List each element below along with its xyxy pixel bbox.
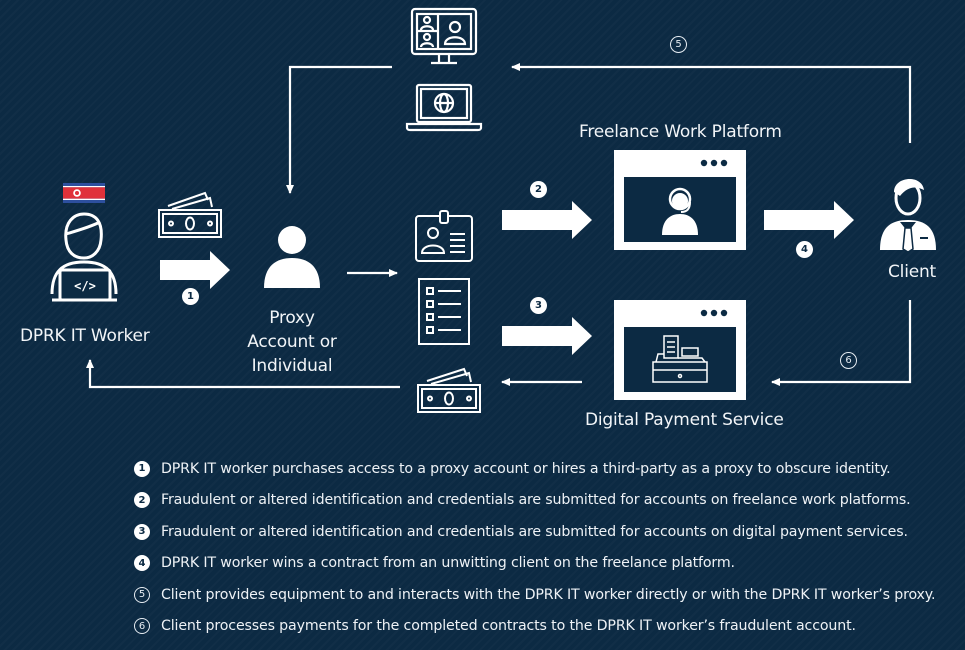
block-arrows [160,201,854,355]
step-description: Fraudulent or altered identification and… [161,492,911,509]
step6-connector-line [771,300,912,386]
arrow-step3 [502,317,592,355]
payment-service-label: Digital Payment Service [585,410,784,430]
step-badge-3: 3 [530,297,547,314]
proxy-label-line: Account or [247,332,337,352]
client-label: Client [888,262,937,282]
cash-register-window-icon [614,300,746,400]
support-agent-window-icon [614,150,746,250]
step-number-badge: 5 [134,586,150,603]
proxy-label: Proxy Account or Individual [232,306,352,378]
arrow-step1 [160,251,230,289]
businessman-icon [880,178,936,253]
legend-item: 2 Fraudulent or altered identification a… [134,485,935,517]
equipment-to-proxy-line [286,65,392,194]
step-description: DPRK IT worker purchases access to a pro… [161,460,891,477]
step-description: Fraudulent or altered identification and… [161,523,908,540]
person-icon [264,226,320,288]
legend-item: 1 DPRK IT worker purchases access to a p… [134,453,935,485]
arrow-step2 [502,201,592,239]
laptop-globe-icon [405,83,483,132]
step-badge-6: 6 [840,352,857,369]
step-number-badge: 6 [134,618,150,635]
legend-item: 4 DPRK IT worker wins a contract from an… [134,548,935,580]
developer-laptop-icon: </> [50,212,118,302]
legend-item: 5 Client provides equipment to and inter… [134,579,936,611]
freelance-platform-label: Freelance Work Platform [579,122,782,142]
step-number-badge: 1 [134,460,150,477]
step-number-badge: 3 [134,523,150,540]
steps-legend: 1 DPRK IT worker purchases access to a p… [134,453,936,643]
step5-connector-line [511,63,912,143]
step-badge-5: 5 [670,36,687,53]
worker-label: DPRK IT Worker [20,326,150,346]
connector-lines [86,63,912,389]
step-description: Client processes payments for the comple… [161,618,856,635]
legend-item: 6 Client processes payments for the comp… [134,611,935,643]
id-badge-icon [415,210,473,262]
north-korea-flag-icon [63,183,105,203]
proxy-label-line: Individual [251,356,333,376]
step-badge-1: 1 [182,288,199,305]
step-badge-4: 4 [796,241,813,258]
cash-bills-icon [158,191,222,238]
video-conference-monitor-icon [410,7,478,65]
step-number-badge: 4 [134,555,150,572]
step-number-badge: 2 [134,492,150,509]
legend-item: 3 Fraudulent or altered identification a… [134,516,935,548]
step-description: DPRK IT worker wins a contract from an u… [161,555,735,572]
proxy-label-line: Proxy [269,308,315,328]
step-badge-2: 2 [530,181,547,198]
arrow-step4 [764,201,854,239]
svg-text:</>: </> [74,279,96,293]
cash-bills-icon [417,367,481,413]
checklist-document-icon [418,278,470,345]
money-to-worker-line [86,359,400,389]
step-description: Client provides equipment to and interac… [161,586,936,603]
